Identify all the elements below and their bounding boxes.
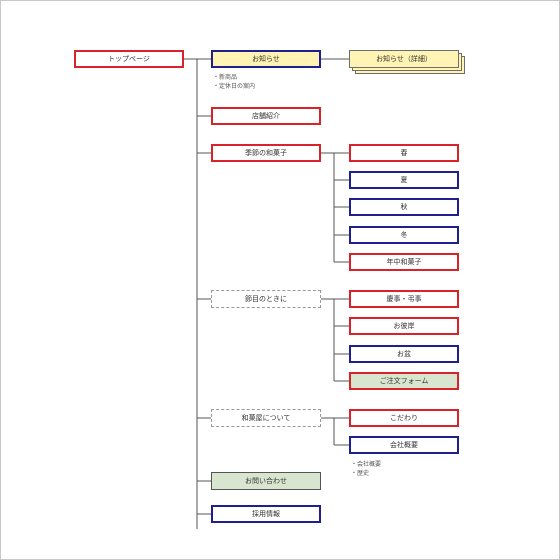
node-news-detail[interactable]: お知らせ（詳細） bbox=[349, 50, 459, 68]
node-news-label: お知らせ bbox=[252, 55, 280, 63]
node-contact-label: お問い合わせ bbox=[245, 477, 287, 485]
node-recruit[interactable]: 採用情報 bbox=[211, 505, 321, 523]
node-order-form[interactable]: ご注文フォーム bbox=[349, 372, 459, 390]
node-spring[interactable]: 春 bbox=[349, 144, 459, 162]
node-contact[interactable]: お問い合わせ bbox=[211, 472, 321, 490]
about-notes: ・会社概要 ・歴史 bbox=[351, 460, 381, 478]
node-order-form-label: ご注文フォーム bbox=[379, 377, 429, 385]
node-company-profile-label: 会社概要 bbox=[390, 441, 418, 449]
node-year-round[interactable]: 年中和菓子 bbox=[349, 253, 459, 271]
node-company-profile[interactable]: 会社概要 bbox=[349, 436, 459, 454]
news-note-item: ・定休日の案内 bbox=[213, 83, 256, 90]
node-commitment[interactable]: こだわり bbox=[349, 409, 459, 427]
node-summer-label: 夏 bbox=[400, 176, 408, 184]
node-top-page[interactable]: トップページ bbox=[74, 50, 184, 68]
about-note-item: ・会社概要 bbox=[351, 461, 382, 468]
node-winter[interactable]: 冬 bbox=[349, 226, 459, 244]
news-note-item: ・新商品 bbox=[213, 74, 238, 81]
node-obon[interactable]: お盆 bbox=[349, 345, 459, 363]
node-seasonal-label: 季節の和菓子 bbox=[245, 149, 287, 157]
node-store-label: 店舗紹介 bbox=[252, 112, 280, 120]
node-ohigan[interactable]: お彼岸 bbox=[349, 317, 459, 335]
node-news-detail-label: お知らせ（詳細） bbox=[376, 55, 432, 63]
node-occasions-label: 節目のときに bbox=[245, 295, 287, 303]
node-celebration-mourning[interactable]: 慶事・弔事 bbox=[349, 290, 459, 308]
node-autumn[interactable]: 秋 bbox=[349, 198, 459, 216]
node-about-label: 和菓屋について bbox=[241, 414, 291, 422]
node-ohigan-label: お彼岸 bbox=[393, 322, 415, 330]
node-occasions[interactable]: 節目のときに bbox=[211, 290, 321, 308]
node-summer[interactable]: 夏 bbox=[349, 171, 459, 189]
node-autumn-label: 秋 bbox=[400, 203, 408, 211]
node-spring-label: 春 bbox=[400, 149, 408, 157]
node-recruit-label: 採用情報 bbox=[252, 510, 280, 518]
node-celebration-mourning-label: 慶事・弔事 bbox=[386, 295, 422, 303]
node-store[interactable]: 店舗紹介 bbox=[211, 107, 321, 125]
news-notes: ・新商品 ・定休日の案内 bbox=[213, 73, 255, 91]
node-year-round-label: 年中和菓子 bbox=[386, 258, 422, 266]
node-seasonal[interactable]: 季節の和菓子 bbox=[211, 144, 321, 162]
node-top-page-label: トップページ bbox=[108, 55, 150, 63]
node-commitment-label: こだわり bbox=[390, 414, 418, 422]
about-note-item: ・歴史 bbox=[351, 470, 370, 477]
node-obon-label: お盆 bbox=[397, 350, 411, 358]
node-winter-label: 冬 bbox=[400, 231, 408, 239]
node-news[interactable]: お知らせ bbox=[211, 50, 321, 68]
node-about[interactable]: 和菓屋について bbox=[211, 409, 321, 427]
